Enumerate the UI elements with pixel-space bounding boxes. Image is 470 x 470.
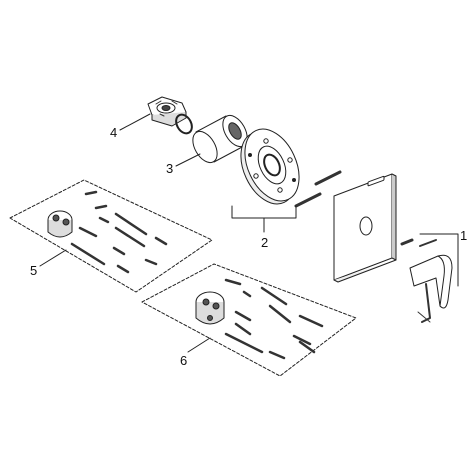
- part-5-rods-and-pins: [70, 190, 168, 274]
- part-number-6: 6: [180, 353, 188, 368]
- part-number-4: 4: [110, 125, 118, 140]
- part-6-cartridge: [195, 291, 225, 325]
- part-1-handle-assembly: [400, 238, 453, 323]
- part-4-nut: [147, 96, 187, 127]
- part-1-group-bracket: [419, 233, 459, 287]
- part-6-kit-frame: [141, 263, 357, 377]
- square-cover-plate: [333, 173, 397, 283]
- o-ring: [175, 113, 193, 135]
- part-number-5: 5: [30, 263, 38, 278]
- part-number-2: 2: [261, 235, 269, 250]
- part-6-leader: [187, 337, 211, 353]
- part-3-leader: [175, 153, 201, 167]
- part-3-sleeve: [192, 114, 248, 164]
- part-2-group-bracket: [231, 205, 297, 219]
- part-4-leader: [119, 113, 151, 131]
- part-5-cartridge: [47, 210, 73, 238]
- part-number-1: 1: [460, 228, 468, 243]
- part-2-plate: [240, 128, 300, 205]
- part-6-rods-and-pins: [224, 278, 324, 360]
- part-5-leader: [39, 249, 67, 267]
- part-2-screws: [294, 170, 342, 209]
- part-number-3: 3: [166, 161, 174, 176]
- part-5-kit-frame: [9, 179, 213, 293]
